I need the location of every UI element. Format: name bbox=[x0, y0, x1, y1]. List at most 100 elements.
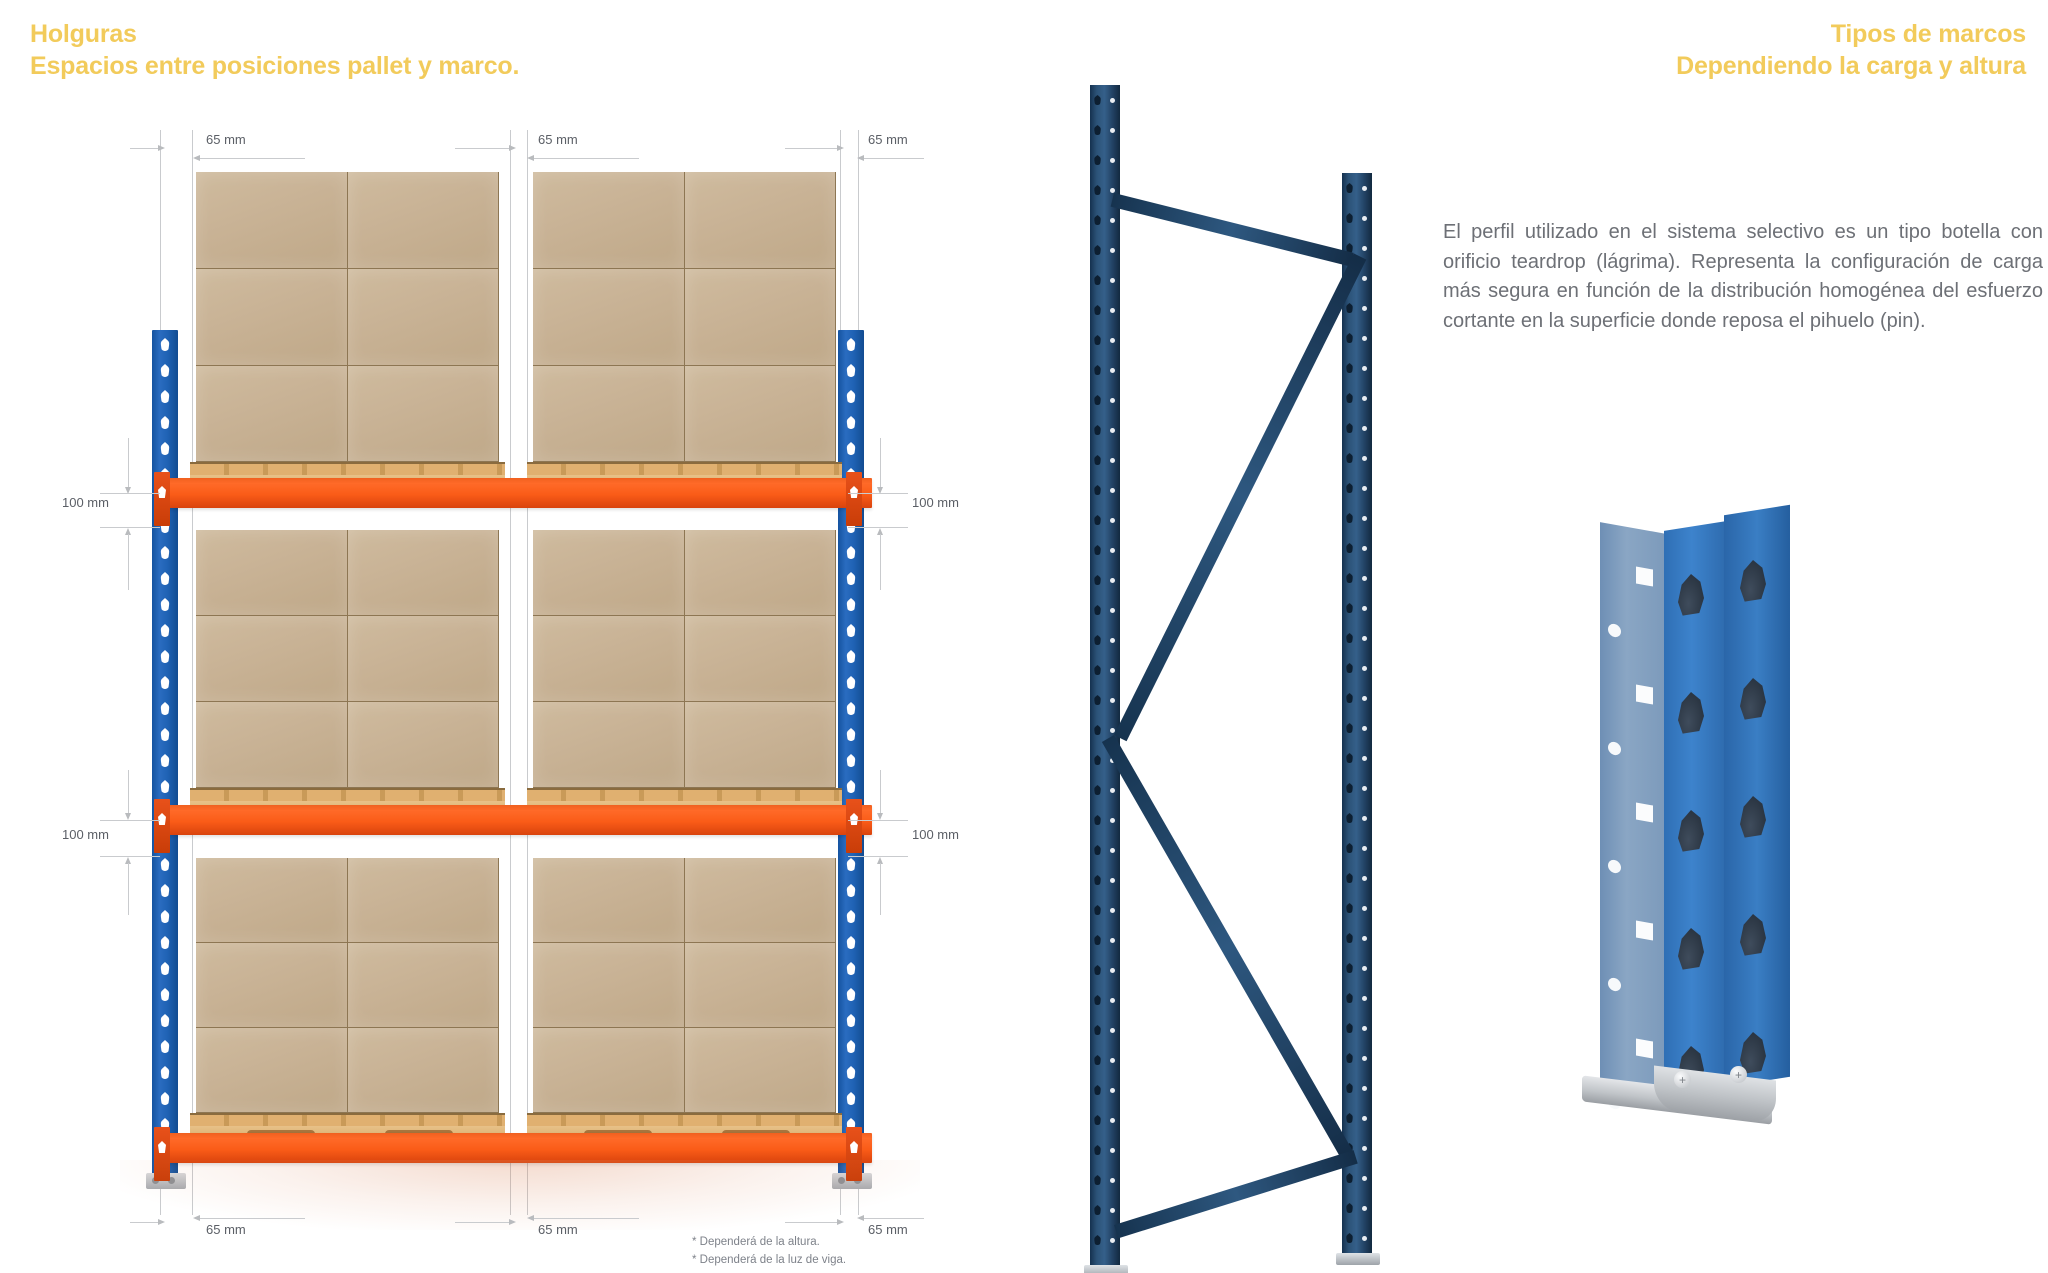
frame-teardrop-hole bbox=[1346, 873, 1353, 883]
frame-bolt-hole bbox=[1362, 1086, 1367, 1091]
dimension-arrow bbox=[193, 1214, 200, 1221]
frame-bolt-hole bbox=[1110, 698, 1115, 703]
carton-box bbox=[685, 702, 836, 788]
dimension-label-top-2: 65 mm bbox=[538, 132, 578, 147]
carton-box bbox=[196, 172, 348, 269]
frame-teardrop-hole bbox=[1346, 573, 1353, 583]
dimension-arrow bbox=[509, 1218, 516, 1225]
upright-teardrop-hole bbox=[846, 520, 856, 533]
pallet-load-mid-left bbox=[196, 530, 499, 788]
frame-teardrop-hole bbox=[1346, 603, 1353, 613]
frame-bolt-hole bbox=[1362, 966, 1367, 971]
dimension-line bbox=[100, 493, 160, 494]
dimension-line bbox=[848, 493, 908, 494]
profile-column bbox=[1560, 500, 1900, 1200]
frame-teardrop-hole bbox=[1094, 515, 1101, 525]
frame-bolt-hole bbox=[1110, 818, 1115, 823]
right-panel-title: Tipos de marcos Dependiendo la carga y a… bbox=[1676, 18, 2026, 82]
rack-frame-photo bbox=[1070, 75, 1430, 1273]
rack-elevation-diagram: 65 mm 65 mm 65 mm bbox=[0, 0, 959, 1273]
dimension-arrow bbox=[124, 528, 131, 535]
pallet-deck bbox=[527, 1113, 842, 1126]
base-plate-right bbox=[832, 1173, 872, 1189]
frame-bolt-hole bbox=[1110, 158, 1115, 163]
carton-box bbox=[196, 702, 348, 788]
upright-teardrop-hole bbox=[846, 1014, 856, 1027]
dimension-arrow bbox=[876, 813, 883, 820]
frame-bolt-hole bbox=[1110, 218, 1115, 223]
upright-teardrop-hole bbox=[846, 572, 856, 585]
upright-teardrop-hole bbox=[846, 988, 856, 1001]
frame-teardrop-hole bbox=[1094, 605, 1101, 615]
frame-teardrop-hole bbox=[1346, 993, 1353, 1003]
upright-teardrop-hole bbox=[846, 728, 856, 741]
profile-face-left bbox=[1600, 522, 1666, 1094]
upright-teardrop-hole bbox=[846, 390, 856, 403]
beam-connector-right bbox=[846, 1127, 862, 1181]
dimension-line bbox=[880, 438, 881, 492]
square-hole bbox=[1636, 920, 1653, 941]
frame-teardrop-hole bbox=[1346, 363, 1353, 373]
frame-teardrop-hole bbox=[1094, 215, 1101, 225]
footnote-1: * Dependerá de la altura. bbox=[692, 1236, 820, 1248]
frame-base-plate-right bbox=[1336, 1253, 1380, 1265]
square-hole bbox=[1636, 566, 1653, 587]
upright-teardrop-hole bbox=[846, 1040, 856, 1053]
frame-teardrop-hole bbox=[1346, 1113, 1353, 1123]
upright-teardrop-hole bbox=[160, 936, 170, 949]
upright-teardrop-hole bbox=[160, 702, 170, 715]
upright-teardrop-hole bbox=[160, 754, 170, 767]
frame-teardrop-hole bbox=[1346, 1053, 1353, 1063]
upright-teardrop-hole bbox=[846, 598, 856, 611]
frame-teardrop-hole bbox=[1094, 1205, 1101, 1215]
frame-teardrop-hole bbox=[1094, 755, 1101, 765]
pallet-load-top-right bbox=[533, 172, 836, 462]
upright-teardrop-hole bbox=[160, 884, 170, 897]
upright-teardrop-hole bbox=[846, 442, 856, 455]
frame-bolt-hole bbox=[1362, 246, 1367, 251]
frame-teardrop-hole bbox=[1094, 905, 1101, 915]
frame-bolt-hole bbox=[1362, 1056, 1367, 1061]
frame-bolt-hole bbox=[1362, 726, 1367, 731]
rack-upright-right bbox=[838, 330, 864, 1175]
frame-brace-member bbox=[1101, 735, 1354, 1160]
frame-bolt-hole bbox=[1110, 938, 1115, 943]
frame-bolt-hole bbox=[1362, 786, 1367, 791]
carton-box bbox=[685, 366, 836, 462]
frame-teardrop-hole bbox=[1094, 635, 1101, 645]
upright-teardrop-hole bbox=[160, 338, 170, 351]
frame-teardrop-hole bbox=[1094, 815, 1101, 825]
pallet-load-bot-right bbox=[533, 858, 836, 1113]
frame-bolt-hole bbox=[1362, 1236, 1367, 1241]
frame-teardrop-hole bbox=[1346, 723, 1353, 733]
upright-teardrop-hole bbox=[846, 416, 856, 429]
pallet-deck bbox=[527, 788, 842, 801]
dimension-line bbox=[848, 527, 908, 528]
beam-connector-left bbox=[154, 472, 170, 526]
frame-bolt-hole bbox=[1110, 788, 1115, 793]
frame-bolt-hole bbox=[1362, 876, 1367, 881]
dimension-label-bot-2: 65 mm bbox=[538, 1222, 578, 1237]
dimension-line bbox=[864, 1218, 924, 1219]
upright-teardrop-hole bbox=[160, 364, 170, 377]
frame-teardrop-hole bbox=[1346, 303, 1353, 313]
carton-box bbox=[196, 616, 348, 702]
dimension-line bbox=[100, 527, 160, 528]
upright-teardrop-hole bbox=[160, 910, 170, 923]
dimension-label-left-2: 100 mm bbox=[62, 827, 109, 842]
right-title-line1: Tipos de marcos bbox=[1830, 20, 2026, 48]
frame-teardrop-hole bbox=[1094, 395, 1101, 405]
upright-teardrop-hole bbox=[160, 1092, 170, 1105]
frame-bolt-hole bbox=[1110, 398, 1115, 403]
frame-teardrop-hole bbox=[1094, 1175, 1101, 1185]
carton-box bbox=[533, 858, 685, 943]
dimension-arrow bbox=[857, 154, 864, 161]
dimension-arrow bbox=[158, 144, 165, 151]
carton-box bbox=[196, 858, 348, 943]
frame-teardrop-hole bbox=[1346, 903, 1353, 913]
frame-teardrop-hole bbox=[1094, 485, 1101, 495]
left-panel-title: Holguras Espacios entre posiciones palle… bbox=[30, 18, 519, 82]
upright-teardrop-hole bbox=[160, 624, 170, 637]
rack-beam-level2 bbox=[160, 805, 872, 835]
frame-bolt-hole bbox=[1362, 846, 1367, 851]
